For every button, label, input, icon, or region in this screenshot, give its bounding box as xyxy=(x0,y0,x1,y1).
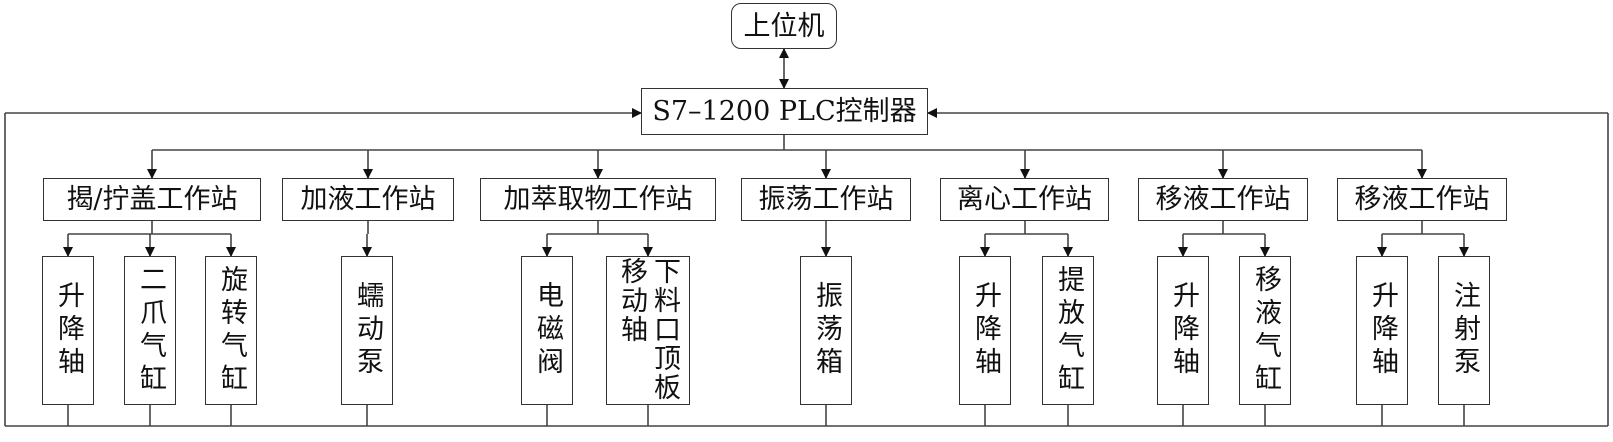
station-label: 加液工作站 xyxy=(300,184,436,215)
station-box: 离心工作站 xyxy=(940,178,1109,221)
device-box: 下料口顶板移动轴 xyxy=(606,256,690,405)
device-box: 振荡箱 xyxy=(800,256,852,405)
device-label: 升降轴 xyxy=(1168,281,1199,380)
station-box: 揭/拧盖工作站 xyxy=(43,178,261,221)
device-box: 升降轴 xyxy=(42,256,94,405)
device-box: 电磁阀 xyxy=(521,256,573,405)
device-box: 升降轴 xyxy=(1157,256,1209,405)
station-box: 振荡工作站 xyxy=(741,178,911,221)
host-computer-box: 上位机 xyxy=(731,3,837,49)
station-box: 加液工作站 xyxy=(282,178,454,221)
station-box: 移液工作站 xyxy=(1337,178,1507,221)
station-label: 振荡工作站 xyxy=(758,184,894,215)
device-label: 升降轴 xyxy=(1367,281,1398,380)
station-label: 移液工作站 xyxy=(1155,184,1291,215)
station-label: 移液工作站 xyxy=(1354,184,1490,215)
device-label: 注射泵 xyxy=(1449,281,1480,380)
device-label: 升降轴 xyxy=(53,281,84,380)
device-box: 移液气缸 xyxy=(1239,256,1291,405)
device-box: 二爪气缸 xyxy=(124,256,176,405)
station-label: 加萃取物工作站 xyxy=(503,184,693,215)
device-label: 下料口顶板移动轴 xyxy=(616,257,680,402)
plc-controller-box: S7–1200 PLC控制器 xyxy=(641,88,928,135)
device-box: 升降轴 xyxy=(1356,256,1408,405)
host-computer-label: 上位机 xyxy=(743,10,825,42)
plc-controller-label: S7–1200 PLC控制器 xyxy=(652,96,917,127)
device-box: 蠕动泵 xyxy=(341,256,393,405)
device-label: 电磁阀 xyxy=(532,281,563,380)
station-label: 揭/拧盖工作站 xyxy=(66,184,238,215)
device-label: 提放气缸 xyxy=(1053,264,1084,397)
device-label: 移液气缸 xyxy=(1250,264,1281,397)
station-box: 加萃取物工作站 xyxy=(480,178,716,221)
station-label: 离心工作站 xyxy=(957,184,1092,215)
device-box: 提放气缸 xyxy=(1042,256,1094,405)
station-box: 移液工作站 xyxy=(1138,178,1308,221)
device-label: 旋转气缸 xyxy=(216,264,247,397)
device-label: 二爪气缸 xyxy=(135,264,166,397)
device-label: 升降轴 xyxy=(970,281,1001,380)
device-box: 旋转气缸 xyxy=(205,256,257,405)
device-label: 蠕动泵 xyxy=(352,281,383,380)
device-box: 注射泵 xyxy=(1438,256,1490,405)
device-label: 振荡箱 xyxy=(811,281,842,380)
device-box: 升降轴 xyxy=(959,256,1011,405)
